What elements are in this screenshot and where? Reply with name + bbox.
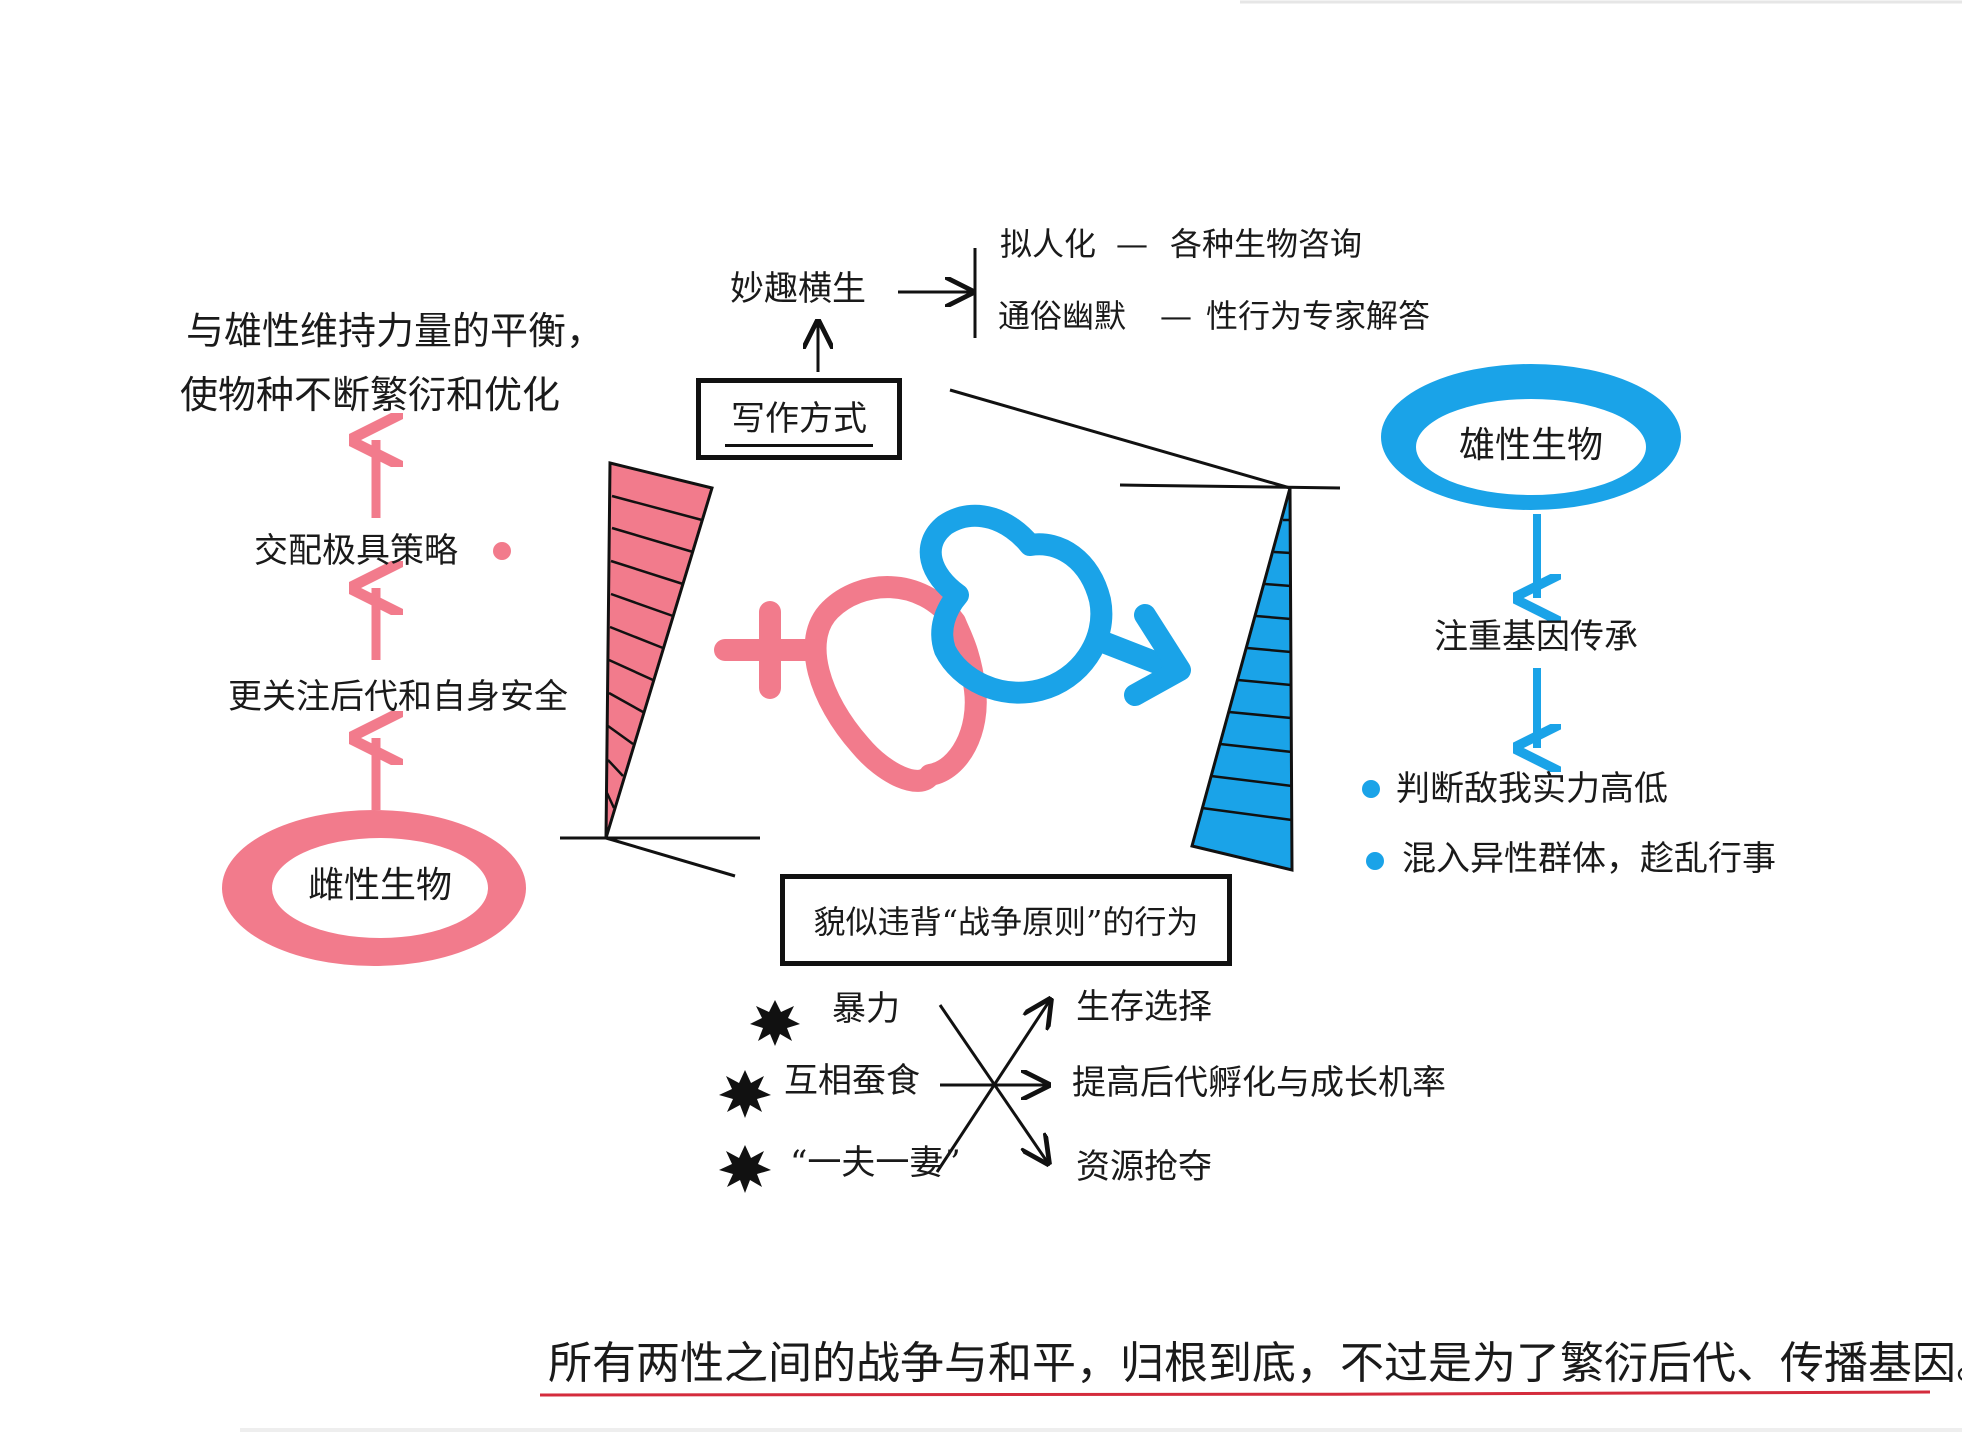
- male-bullet-2: 混入异性群体，趁乱行事: [1402, 839, 1776, 879]
- perspective-line-top: [949, 388, 1291, 490]
- female-chain-2: 交配极具策略: [254, 531, 458, 571]
- male-bullet-dot-1: [1362, 780, 1380, 798]
- female-wedge: [604, 461, 714, 839]
- behavior-box: 貌似违背“战争原则”的行为: [780, 874, 1232, 966]
- conclusion-text: 所有两性之间的战争与和平，归根到底，不过是为了繁衍后代、传播基因。: [548, 1338, 1962, 1389]
- star-burst-icon: [719, 1000, 800, 1193]
- behavior-right-3: 资源抢夺: [1076, 1147, 1212, 1187]
- writing-item-1-dash: —: [1116, 225, 1148, 263]
- writing-item-2-right: 性行为专家解答: [1206, 297, 1431, 335]
- male-bullet-dot-2: [1366, 852, 1384, 870]
- gender-symbols: [714, 504, 1191, 792]
- wedge-top-tick: [1119, 483, 1341, 490]
- female-chain-dot: [493, 542, 511, 560]
- writing-item-2-dash: —: [1160, 297, 1192, 335]
- male-bullet-1: 判断敌我实力高低: [1396, 769, 1668, 809]
- conclusion-underline: [539, 1390, 1931, 1397]
- female-chain-3: 与雄性维持力量的平衡，: [186, 309, 605, 353]
- writing-style-title: 写作方式: [725, 391, 873, 447]
- behavior-cross-arrows: [935, 1000, 1050, 1173]
- male-chain-1: 注重基因传承: [1434, 617, 1638, 657]
- female-chain-4: 使物种不断繁衍和优化: [180, 373, 561, 417]
- writing-style-label: 妙趣横生: [730, 269, 866, 309]
- behavior-right-1: 生存选择: [1076, 987, 1212, 1027]
- female-ellipse-label: 雌性生物: [307, 865, 452, 906]
- behavior-right-2: 提高后代孵化与成长机率: [1072, 1063, 1446, 1103]
- writing-style-box: 写作方式: [696, 378, 902, 460]
- male-symbol-icon: [919, 504, 1113, 704]
- writing-item-2-left: 通俗幽默: [998, 297, 1127, 335]
- writing-item-1-right: 各种生物咨询: [1170, 225, 1363, 263]
- behavior-left-3: “一夫一妻”: [790, 1143, 961, 1183]
- perspective-line-bottom: [605, 836, 736, 878]
- behavior-left-2: 互相蚕食: [784, 1061, 920, 1101]
- male-wedge: [1190, 487, 1294, 872]
- female-chain-1: 更关注后代和自身安全: [228, 677, 568, 717]
- behavior-box-title: 貌似违背“战争原则”的行为: [813, 903, 1199, 941]
- male-ellipse-label: 雄性生物: [1458, 425, 1603, 466]
- behavior-left-1: 暴力: [832, 989, 900, 1029]
- writing-item-1-left: 拟人化: [1000, 225, 1097, 263]
